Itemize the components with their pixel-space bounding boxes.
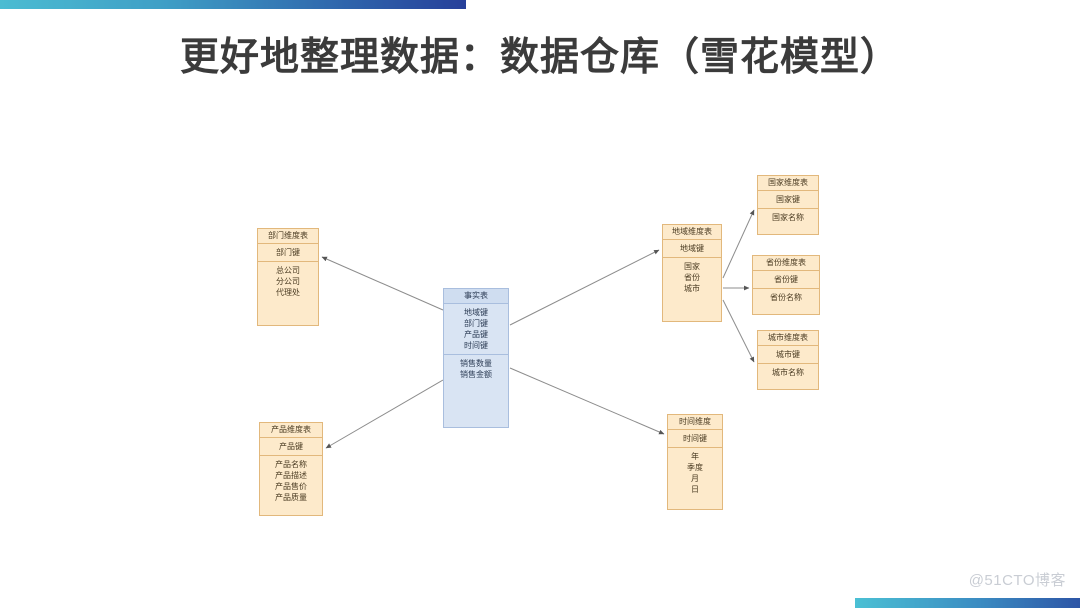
region-dimension-attributes: 国家省份城市	[663, 258, 721, 297]
attribute-row: 产品质量	[275, 492, 307, 502]
attribute-row: 季度	[687, 462, 703, 472]
department-dimension-attributes: 总公司分公司代理处	[258, 262, 318, 301]
key-row: 地域键	[464, 307, 488, 317]
attribute-row: 代理处	[276, 287, 300, 297]
province-dimension-header: 省份维度表	[753, 256, 819, 271]
department-dimension-keys: 部门键	[258, 244, 318, 262]
attribute-row: 国家	[684, 261, 700, 271]
country-dimension: 国家维度表国家键国家名称	[757, 175, 819, 235]
attribute-row: 销售数量	[460, 358, 492, 368]
attribute-row: 销售金额	[460, 369, 492, 379]
attribute-row: 城市名称	[772, 367, 804, 377]
key-row: 时间键	[464, 340, 488, 350]
fact-table: 事实表地域键部门键产品键时间键销售数量销售金额	[443, 288, 509, 428]
time-dimension-attributes: 年季度月日	[668, 448, 722, 498]
attribute-row: 日	[691, 484, 699, 494]
product-dimension-keys: 产品键	[260, 438, 322, 456]
attribute-row: 年	[691, 451, 699, 461]
attribute-row: 省份	[684, 272, 700, 282]
connector-region-to-city	[722, 299, 755, 363]
attribute-row: 产品售价	[275, 481, 307, 491]
key-row: 产品键	[464, 329, 488, 339]
bottom-accent-bar	[855, 598, 1080, 608]
attribute-row: 国家名称	[772, 212, 804, 222]
province-dimension-attributes: 省份名称	[753, 289, 819, 306]
key-row: 部门键	[276, 247, 300, 257]
time-dimension-keys: 时间键	[668, 430, 722, 448]
region-dimension: 地域维度表地域键国家省份城市	[662, 224, 722, 322]
province-dimension: 省份维度表省份键省份名称	[752, 255, 820, 315]
department-dimension-header: 部门维度表	[258, 229, 318, 244]
key-row: 时间键	[683, 433, 707, 443]
country-dimension-header: 国家维度表	[758, 176, 818, 191]
attribute-row: 城市	[684, 283, 700, 293]
attribute-row: 省份名称	[770, 292, 802, 302]
connector-fact-to-region	[509, 249, 660, 326]
fact-table-header: 事实表	[444, 289, 508, 304]
country-dimension-attributes: 国家名称	[758, 209, 818, 226]
key-row: 部门键	[464, 318, 488, 328]
city-dimension-header: 城市维度表	[758, 331, 818, 346]
fact-table-attributes: 销售数量销售金额	[444, 355, 508, 383]
product-dimension-header: 产品维度表	[260, 423, 322, 438]
department-dimension: 部门维度表部门键总公司分公司代理处	[257, 228, 319, 326]
page-title: 更好地整理数据：数据仓库（雪花模型）	[179, 36, 900, 79]
attribute-row: 分公司	[276, 276, 300, 286]
connector-fact-to-department	[321, 256, 444, 311]
attribute-row: 产品描述	[275, 470, 307, 480]
connector-fact-to-time	[509, 367, 665, 435]
city-dimension: 城市维度表城市键城市名称	[757, 330, 819, 390]
region-dimension-header: 地域维度表	[663, 225, 721, 240]
province-dimension-keys: 省份键	[753, 271, 819, 289]
key-row: 城市键	[776, 349, 800, 359]
city-dimension-keys: 城市键	[758, 346, 818, 364]
time-dimension-header: 时间维度	[668, 415, 722, 430]
connector-fact-to-product	[325, 379, 444, 449]
key-row: 国家键	[776, 194, 800, 204]
attribute-row: 月	[691, 473, 699, 483]
connector-region-to-country	[722, 209, 755, 279]
watermark: @51CTO博客	[968, 572, 1066, 589]
attribute-row: 总公司	[276, 265, 300, 275]
time-dimension: 时间维度时间键年季度月日	[667, 414, 723, 510]
key-row: 产品键	[279, 441, 303, 451]
product-dimension: 产品维度表产品键产品名称产品描述产品售价产品质量	[259, 422, 323, 516]
product-dimension-attributes: 产品名称产品描述产品售价产品质量	[260, 456, 322, 506]
attribute-row: 产品名称	[275, 459, 307, 469]
fact-table-keys: 地域键部门键产品键时间键	[444, 304, 508, 355]
country-dimension-keys: 国家键	[758, 191, 818, 209]
key-row: 省份键	[774, 274, 798, 284]
region-dimension-keys: 地域键	[663, 240, 721, 258]
top-accent-bar	[0, 0, 466, 9]
key-row: 地域键	[680, 243, 704, 253]
city-dimension-attributes: 城市名称	[758, 364, 818, 381]
